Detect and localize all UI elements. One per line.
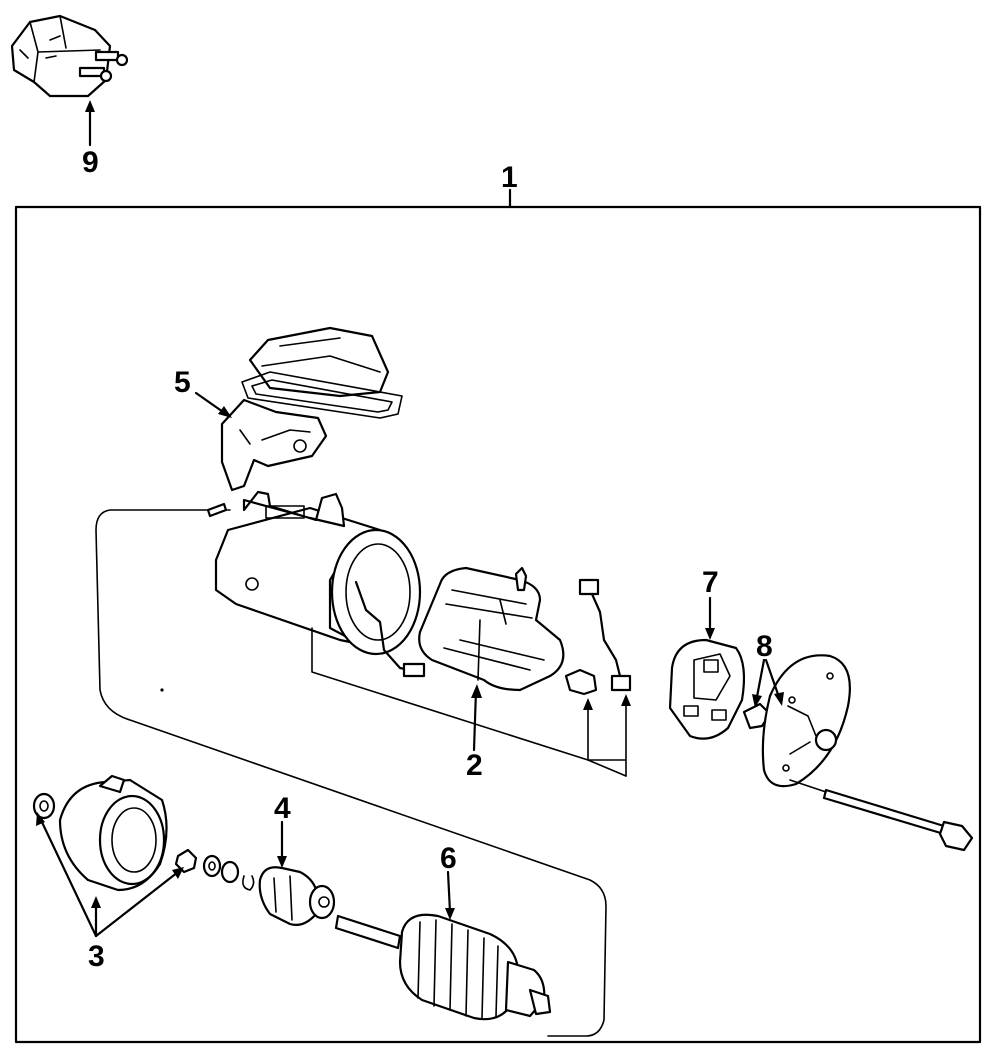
callout-8: 8	[756, 630, 773, 663]
field-coil	[418, 566, 565, 692]
callout-5-arrow	[194, 391, 232, 418]
leader-brush-connectors	[583, 694, 631, 777]
callout-8-arrows	[752, 658, 784, 708]
solenoid-relay	[10, 14, 129, 98]
callout-2-arrow	[471, 684, 482, 752]
callout-7: 7	[702, 566, 719, 599]
callout-2: 2	[466, 749, 483, 782]
callout-5: 5	[174, 366, 191, 399]
dust-washer	[32, 792, 56, 820]
roll-pin	[206, 502, 228, 518]
cover	[248, 326, 390, 398]
brush-connector	[564, 578, 632, 696]
drive-housing	[58, 774, 168, 892]
washer	[202, 854, 222, 878]
brush-holder-plate	[668, 638, 746, 740]
drive-gear	[258, 866, 336, 926]
end-plate	[761, 654, 851, 788]
callout-9-arrow	[85, 100, 95, 147]
through-bolt	[789, 779, 974, 852]
callout-3-arrows	[36, 812, 184, 938]
detail-dot	[160, 688, 164, 692]
drive-bushing	[174, 848, 198, 874]
armature	[334, 913, 552, 1021]
callout-3: 3	[88, 940, 105, 973]
retaining-ring	[220, 860, 255, 891]
callout-9: 9	[82, 146, 99, 179]
callout-4-arrow	[277, 820, 287, 868]
callout-1: 1	[501, 161, 518, 194]
callout-4: 4	[274, 792, 291, 825]
leader-2-frame	[311, 627, 627, 761]
callout-7-arrow	[705, 596, 715, 640]
callout-6-arrow	[445, 870, 455, 920]
mounting-bracket	[220, 398, 328, 492]
field-frame-housing	[214, 490, 426, 678]
cover-gasket	[241, 371, 403, 419]
callout-6: 6	[440, 842, 457, 875]
assembly-frame	[14, 188, 982, 1044]
